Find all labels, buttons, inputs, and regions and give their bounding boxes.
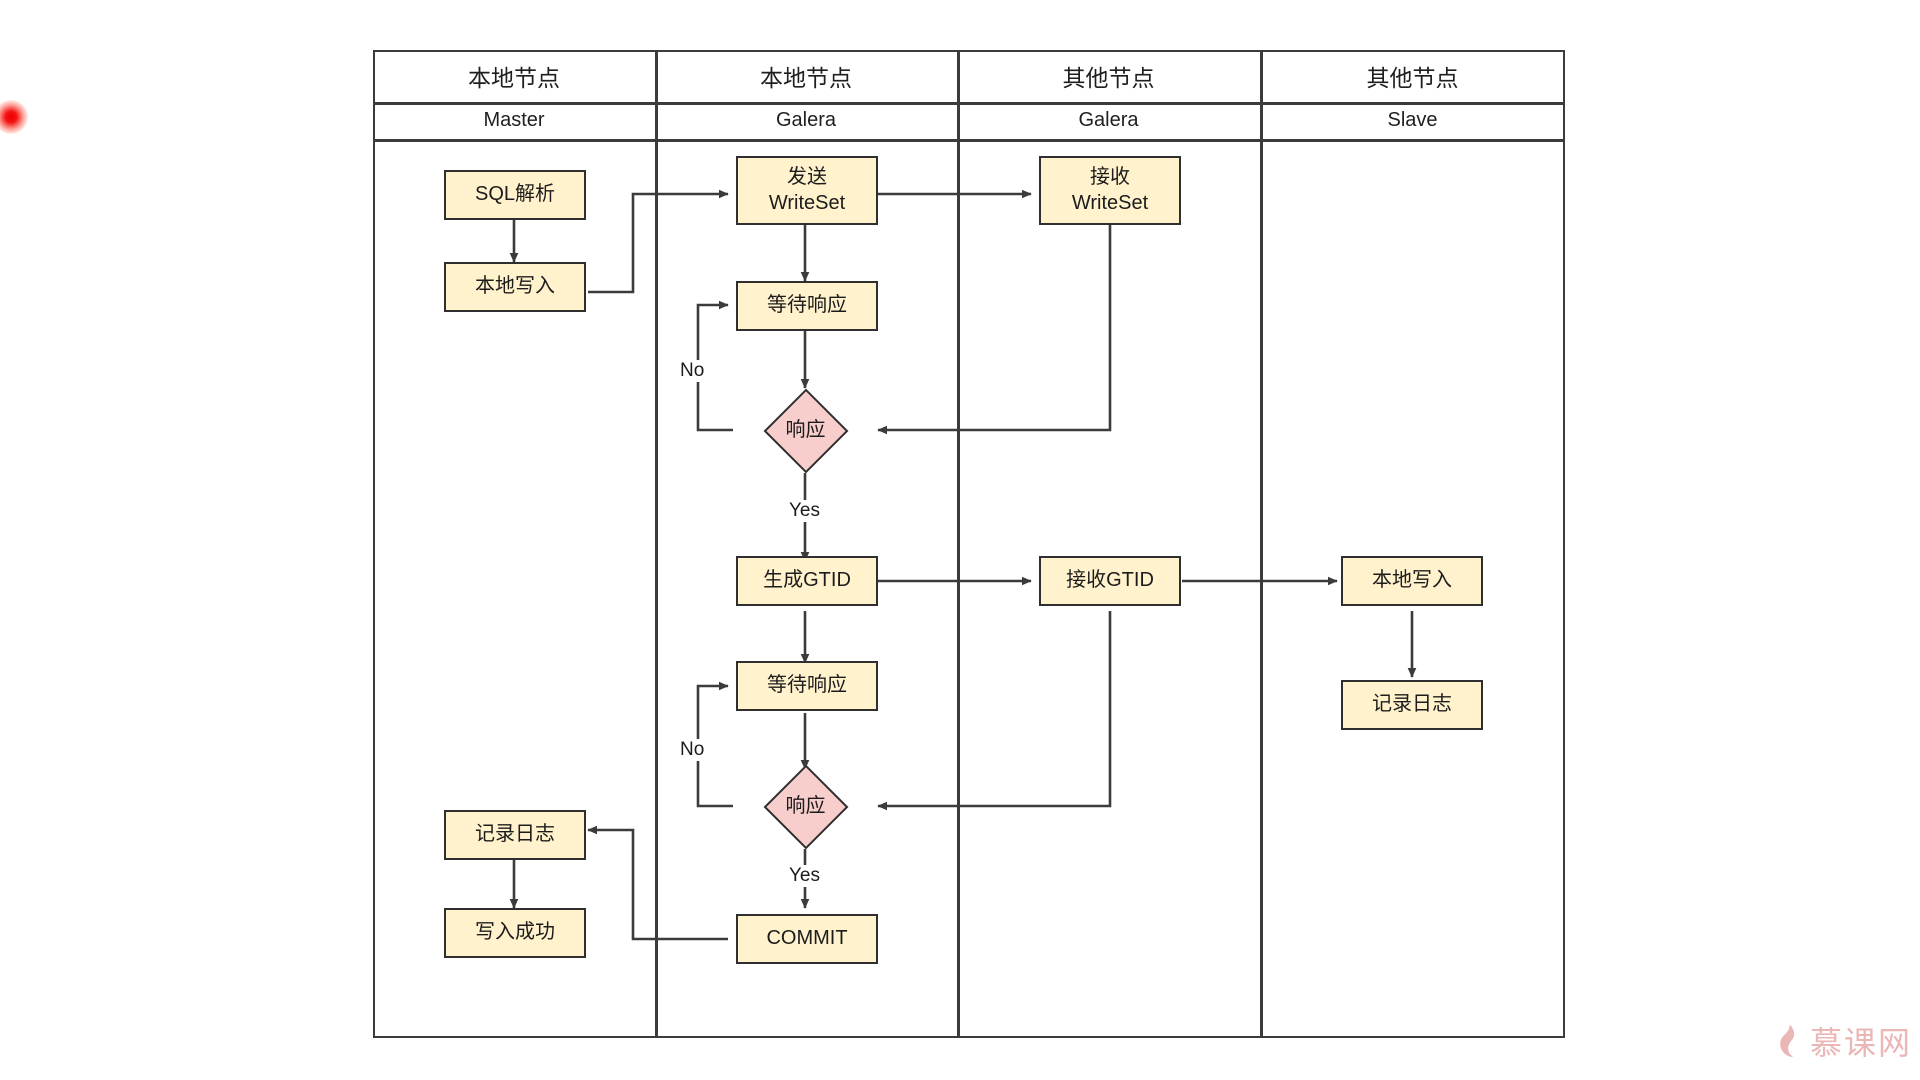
lane-subtitle-slave: Slave [1387,109,1438,131]
lane-subtitle-galera-local: Galera [775,109,837,131]
flame-icon [1780,1024,1795,1057]
watermark-text: 慕课网 [1810,1024,1913,1062]
lane-title-master: 本地节点 [468,65,560,91]
edge-label-yes-2: Yes [786,865,823,887]
node-receive-writeset[interactable]: 接收 WriteSet [1039,156,1181,225]
node-generate-gtid[interactable]: 生成GTID [736,556,878,606]
node-commit[interactable]: COMMIT [736,914,878,964]
node-response-decision-1-label: 响应 [785,418,826,441]
node-receive-gtid[interactable]: 接收GTID [1039,556,1181,606]
lane-header-divider-top [373,102,1565,105]
lane-title-galera-other: 其他节点 [1062,65,1155,91]
lane-title-slave: 其他节点 [1366,65,1459,91]
watermark: 慕课网 [1775,1018,1912,1064]
red-dot-artifact [0,100,28,134]
lane-title-galera-local: 本地节点 [760,65,852,91]
edge-label-no-2: No [677,739,708,761]
node-write-success[interactable]: 写入成功 [444,908,586,958]
lane-divider-2 [957,50,960,1038]
edge-label-yes-1: Yes [786,500,823,522]
lane-divider-1 [655,50,658,1038]
node-response-decision-2-label: 响应 [785,794,826,817]
node-sql-parse[interactable]: SQL解析 [444,170,586,220]
lane-header-divider-sub [373,139,1565,142]
lane-subtitle-master: Master [483,109,545,131]
node-record-log-slave[interactable]: 记录日志 [1341,680,1483,730]
node-response-decision-2[interactable]: 响应 [733,764,878,849]
node-wait-response-2[interactable]: 等待响应 [736,661,878,711]
node-wait-response-1[interactable]: 等待响应 [736,281,878,331]
lane-divider-3 [1260,50,1263,1038]
lane-subtitle-galera-other: Galera [1078,109,1139,131]
node-response-decision-1[interactable]: 响应 [733,388,878,473]
node-send-writeset[interactable]: 发送 WriteSet [736,156,878,225]
node-local-write-master[interactable]: 本地写入 [444,262,586,312]
edge-label-no-1: No [677,360,708,382]
swimlane-frame [373,50,1565,1038]
node-record-log-master[interactable]: 记录日志 [444,810,586,860]
node-local-write-slave[interactable]: 本地写入 [1341,556,1483,606]
